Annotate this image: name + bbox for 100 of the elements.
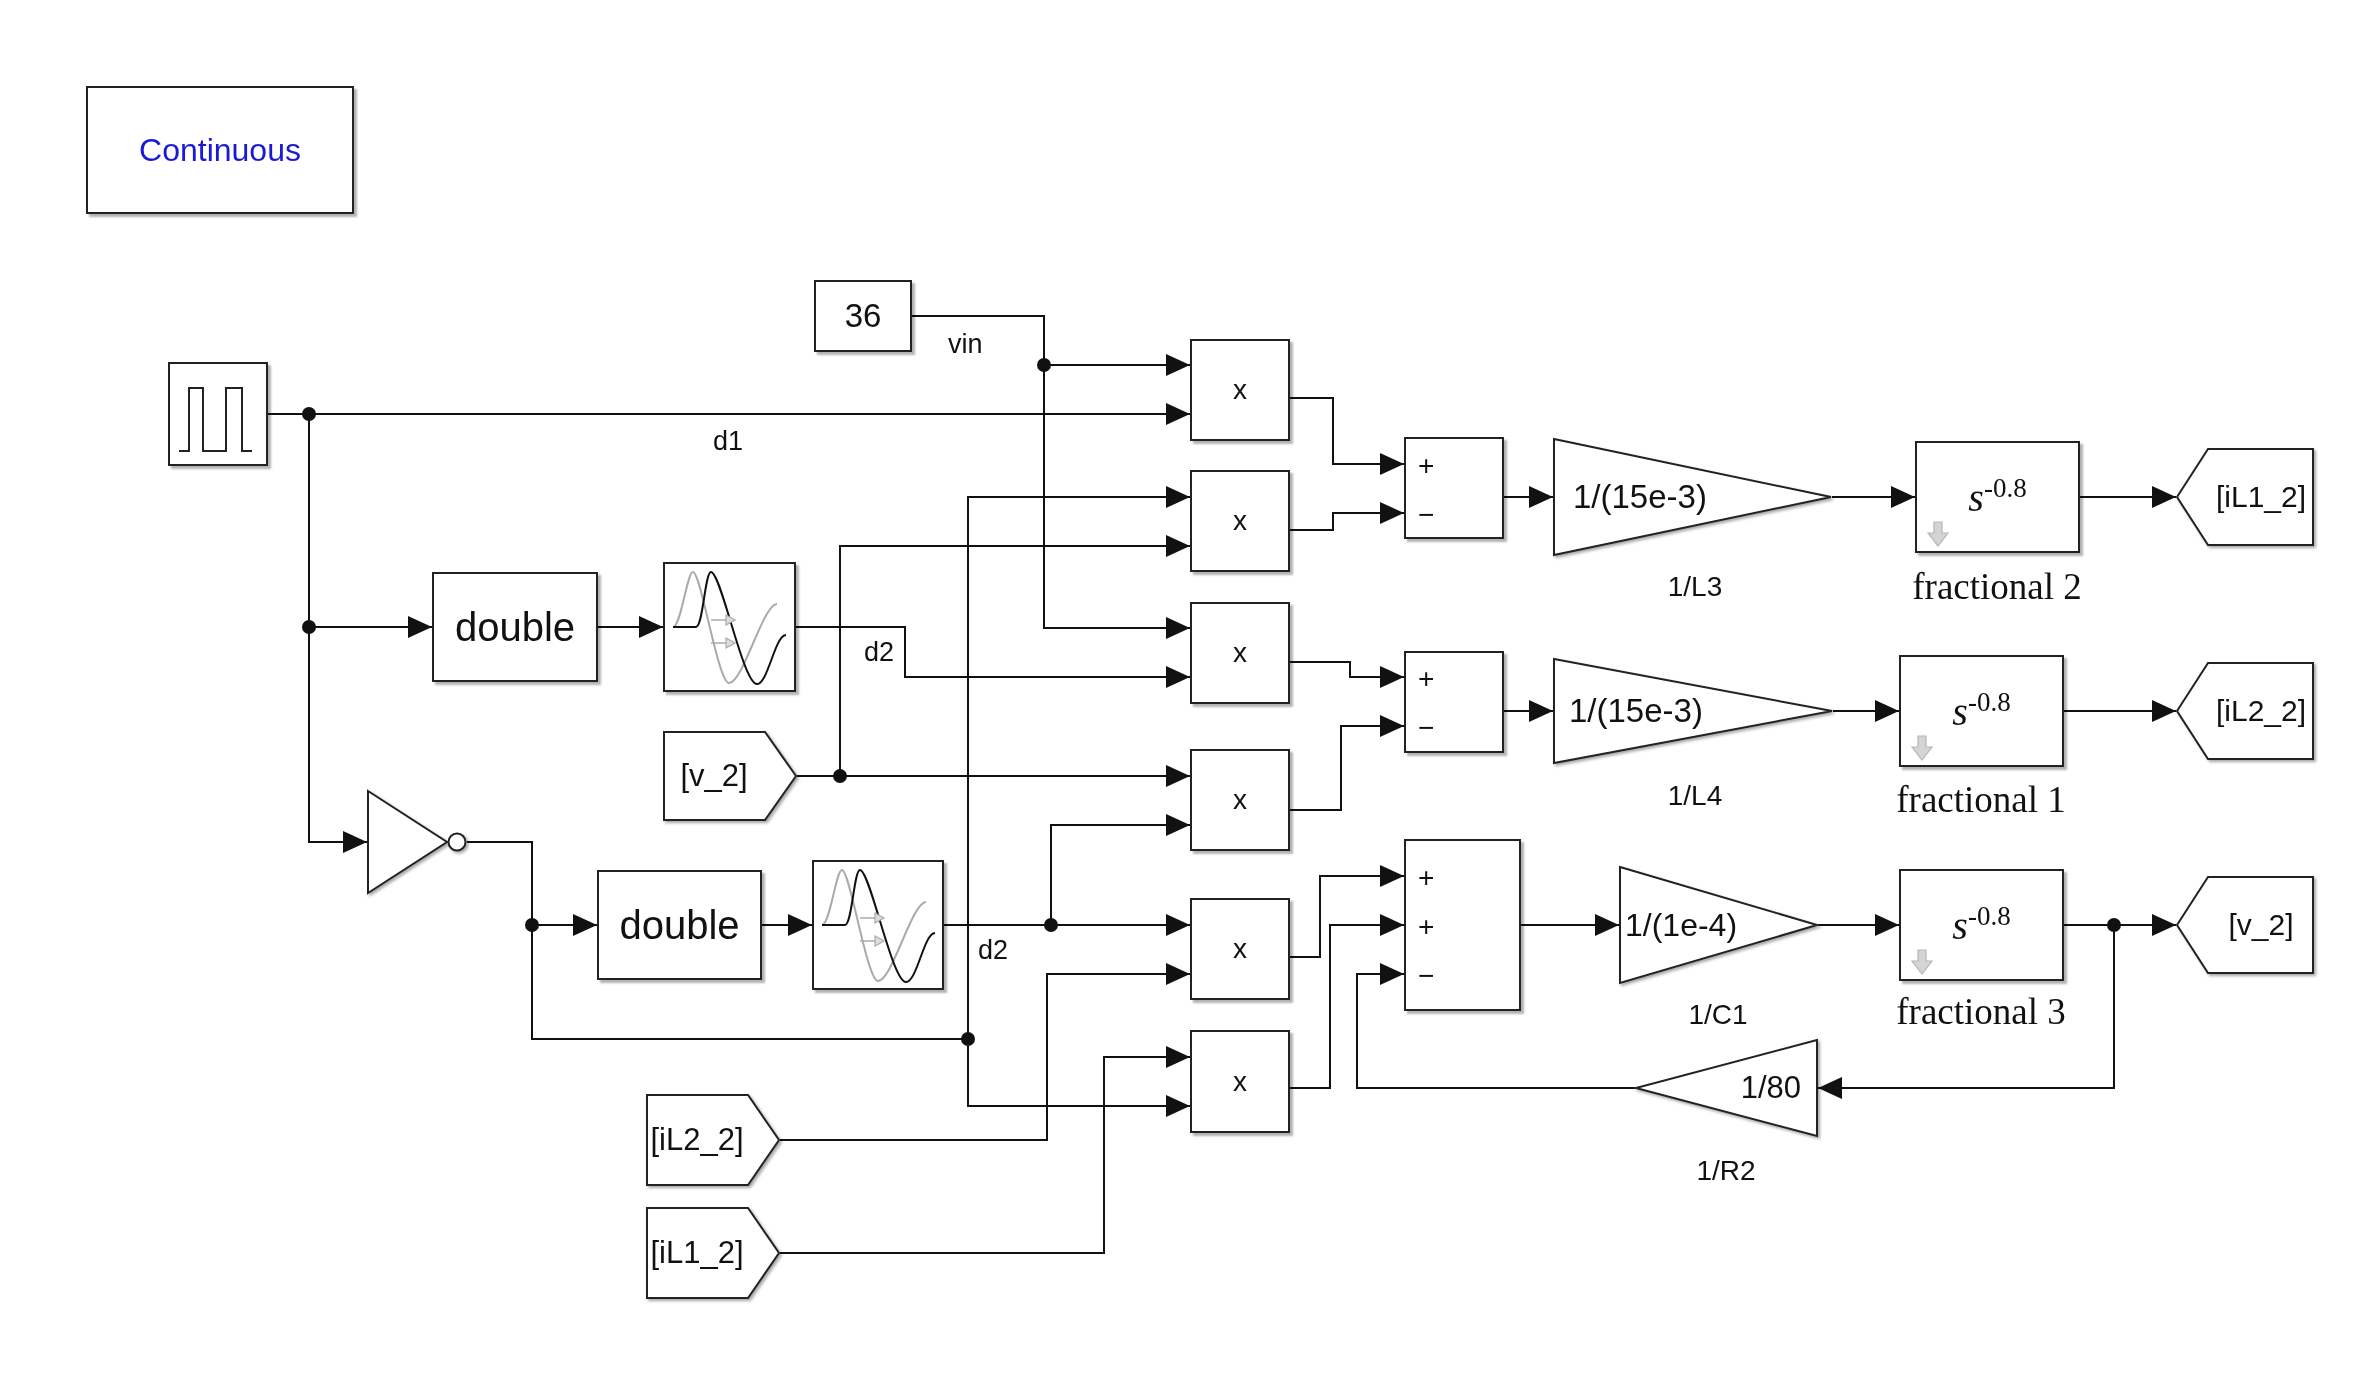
solver-block xyxy=(86,86,354,214)
port-sign: + xyxy=(1418,861,1435,895)
signal-arrow xyxy=(308,831,368,853)
goto-tag xyxy=(2176,876,2314,974)
tag-label: [iL1_2] xyxy=(650,1235,744,1271)
signal-arrow xyxy=(1503,700,1554,722)
block-caption: 1/C1 xyxy=(1688,999,1748,1032)
from-tag xyxy=(663,731,797,821)
signal-line xyxy=(904,626,906,679)
transfer-function-block xyxy=(1915,441,2080,553)
port-sign: + xyxy=(1418,662,1435,696)
block-caption: 1/R2 xyxy=(1696,1155,1756,1188)
block-caption: 1/L4 xyxy=(1667,780,1723,813)
block-label: x xyxy=(1233,504,1247,538)
data-type-block xyxy=(597,870,762,980)
signal-arrow xyxy=(2079,486,2177,508)
tag-label: [iL2_2] xyxy=(2215,693,2307,729)
signal-line xyxy=(1319,874,1321,958)
signal-line xyxy=(2063,918,2121,932)
signal-arrow xyxy=(1046,963,1191,985)
transfer-function-block xyxy=(1899,655,2064,767)
signal-arrow xyxy=(1340,715,1405,737)
signal-arrow xyxy=(1103,1046,1191,1068)
block-label: 36 xyxy=(844,297,882,335)
signal-arrow xyxy=(597,616,664,638)
transfer-function-label: s$^{-0.8}$ xyxy=(1952,900,2011,950)
tag-label: [iL1_2] xyxy=(2215,479,2307,515)
signal-arrow xyxy=(1356,963,1405,985)
signal-line xyxy=(779,1252,1106,1254)
signal-line xyxy=(1289,529,1335,531)
block-caption: 1/L3 xyxy=(1667,571,1723,604)
signal-line xyxy=(1289,809,1343,811)
gain-value: 1/(15e-3) xyxy=(1573,478,1707,516)
signal-line xyxy=(1046,972,1048,1141)
tag-label: [iL2_2] xyxy=(650,1122,744,1158)
gain-triangle xyxy=(1635,1039,1818,1137)
product-block xyxy=(1190,339,1290,441)
pulse-generator-block xyxy=(168,362,268,466)
constant-block xyxy=(814,280,912,352)
gain-triangle xyxy=(1553,658,1833,764)
gain-value: 1/(1e-4) xyxy=(1625,906,1738,944)
signal-arrow xyxy=(1332,502,1405,524)
signal-line xyxy=(779,1139,1049,1141)
signal-line xyxy=(1103,1055,1105,1254)
sum-block xyxy=(1404,437,1504,539)
signal-arrow xyxy=(967,1095,1191,1117)
goto-tag xyxy=(2176,448,2314,546)
block-label: x xyxy=(1233,373,1247,407)
product-block xyxy=(1190,749,1290,851)
signal-line xyxy=(1329,923,1331,1089)
signal-arrow xyxy=(1332,453,1405,475)
signal-arrow xyxy=(1349,666,1405,688)
block-label: x xyxy=(1233,783,1247,817)
signal-arrow xyxy=(1832,700,1900,722)
tag-label: [v_2] xyxy=(2228,907,2294,943)
signal-line xyxy=(1340,724,1342,811)
signal-line xyxy=(1356,972,1358,1089)
goto-tag xyxy=(2176,662,2314,760)
block-label: double xyxy=(619,902,740,948)
block-caption: fractional 3 xyxy=(1896,991,2066,1034)
gain-value: 1/(15e-3) xyxy=(1569,692,1703,730)
signal-arrow xyxy=(1043,617,1191,639)
block-label: x xyxy=(1233,932,1247,966)
port-sign: + xyxy=(1418,449,1435,483)
signal-line xyxy=(267,407,316,421)
signal-line xyxy=(1289,956,1322,958)
signal-arrow xyxy=(1817,914,1900,936)
block-label: double xyxy=(454,604,576,650)
delay-block xyxy=(812,860,944,990)
not-gate xyxy=(367,790,467,894)
signal-line xyxy=(1289,397,1335,399)
from-tag xyxy=(646,1094,780,1186)
signal-line xyxy=(911,315,1046,317)
signal-line xyxy=(1332,511,1334,531)
signal-line xyxy=(1289,1087,1332,1089)
product-block xyxy=(1190,470,1290,572)
block-label: Continuous xyxy=(139,131,301,169)
signal-arrow xyxy=(1050,814,1191,836)
signal-arrow xyxy=(2063,700,2177,722)
port-sign: + xyxy=(1418,910,1435,944)
block-label: x xyxy=(1233,636,1247,670)
signal-line xyxy=(943,918,1058,932)
signal-line xyxy=(1349,661,1351,679)
signal-arrow xyxy=(967,486,1191,508)
product-block xyxy=(1190,602,1290,704)
signal-line xyxy=(1037,315,1051,372)
block-caption: fractional 1 xyxy=(1896,779,2066,822)
gain-value: 1/80 xyxy=(1740,1070,1801,1106)
transfer-function-label: s$^{-0.8}$ xyxy=(1952,686,2011,736)
port-sign: − xyxy=(1418,498,1435,532)
signal-arrow xyxy=(839,535,1191,557)
gain-triangle xyxy=(1553,438,1832,556)
signal-line xyxy=(525,841,539,932)
transfer-function-label: s$^{-0.8}$ xyxy=(1968,472,2027,522)
signal-arrow xyxy=(761,914,813,936)
sum-block xyxy=(1404,651,1504,753)
block-label: x xyxy=(1233,1065,1247,1098)
signal-line xyxy=(1355,1087,1636,1089)
transfer-function-block xyxy=(1899,869,2064,981)
port-sign: − xyxy=(1418,959,1435,993)
